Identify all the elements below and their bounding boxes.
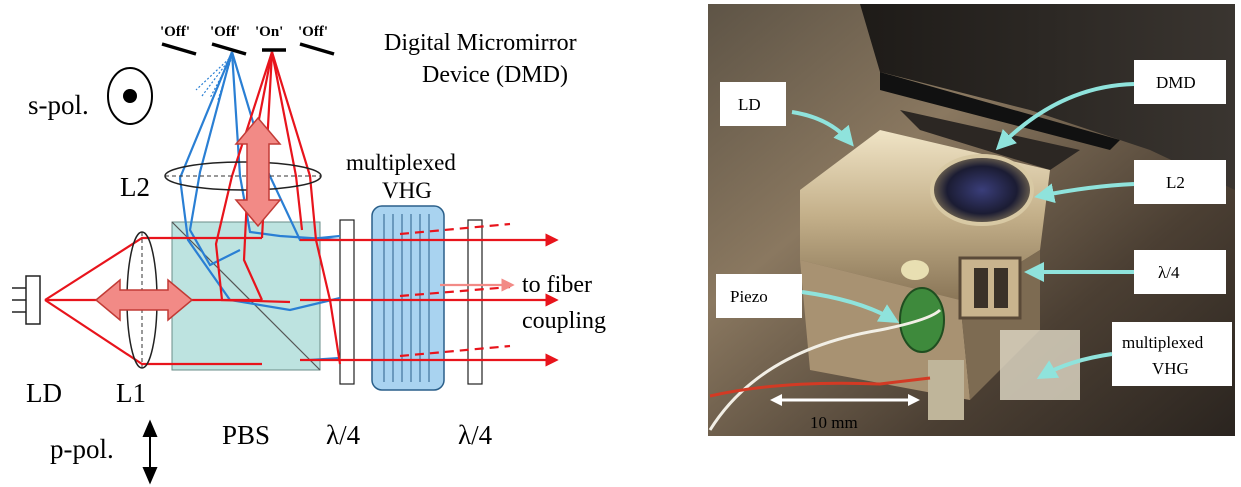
dmd-mirrors [161, 42, 335, 56]
photo-piezo-label: Piezo [730, 287, 768, 306]
photo-vhg-label-line1: multiplexed [1122, 333, 1204, 352]
white-wire [708, 308, 942, 431]
pbs-label: PBS [222, 420, 270, 450]
mirror-state-4: 'Off' [298, 24, 328, 40]
l2-label-box [1134, 160, 1226, 204]
p-pol-symbol [142, 419, 158, 485]
qwp-1-label: λ/4 [326, 420, 361, 450]
output-beams [300, 222, 559, 367]
pbs-cube [171, 221, 321, 371]
scale-bar-label: 10 mm [810, 413, 858, 432]
annotation-arrows [791, 82, 1135, 379]
s-pol-label: s-pol. [28, 90, 89, 120]
qwp-2-label: λ/4 [458, 420, 493, 450]
photo-qwp-label: λ/4 [1158, 263, 1180, 282]
l1-label: L1 [116, 378, 146, 408]
ld-label-box [720, 82, 786, 126]
photo-lens-l2 [930, 154, 1034, 226]
l2-label: L2 [120, 172, 150, 202]
dmd-housing [860, 4, 1235, 190]
laser-diode [12, 275, 41, 325]
vhg-label-line2: VHG [382, 178, 432, 203]
p-pol-double-arrow [94, 278, 194, 322]
schematic: 'Off' 'Off' 'On' 'Off' Digital Micromirr… [12, 24, 606, 485]
photo-ld-label: LD [738, 95, 761, 114]
vhg-label-line1: multiplexed [346, 150, 456, 175]
p-pol-label: p-pol. [50, 434, 114, 464]
ld-label: LD [26, 378, 62, 408]
setup-photo: 10 mm LD DMD L2 λ/4 Piezo multiplexed VH… [708, 4, 1235, 436]
dmd-title-line1: Digital Micromirror [384, 30, 577, 56]
vhg-label-box [1112, 322, 1232, 386]
red-wire [709, 376, 931, 398]
mirror-state-1: 'Off' [160, 24, 190, 40]
fiber-label-line2: coupling [522, 308, 606, 334]
photo-l2-label: L2 [1166, 173, 1185, 192]
scale-bar: 10 mm [770, 394, 920, 432]
quarter-wave-plate-2 [467, 219, 483, 385]
photo-vhg-label-line2: VHG [1152, 359, 1189, 378]
blue-scatter-dots [195, 55, 233, 101]
mirror-state-2: 'Off' [210, 24, 240, 40]
quarter-wave-plate-1 [339, 219, 355, 385]
dmd-title-line2: Device (DMD) [422, 62, 568, 88]
vertical-double-arrow [234, 116, 282, 228]
fiber-label-line1: to fiber [522, 272, 592, 298]
vhg-block [371, 205, 445, 391]
dmd-label-box [1134, 60, 1226, 104]
qwp-label-box [1134, 250, 1226, 294]
s-pol-symbol [107, 67, 153, 125]
photo-dmd-label: DMD [1156, 73, 1196, 92]
piezo-label-box [716, 274, 802, 318]
mirror-state-3: 'On' [255, 24, 283, 40]
photo-qwp [958, 256, 1022, 320]
